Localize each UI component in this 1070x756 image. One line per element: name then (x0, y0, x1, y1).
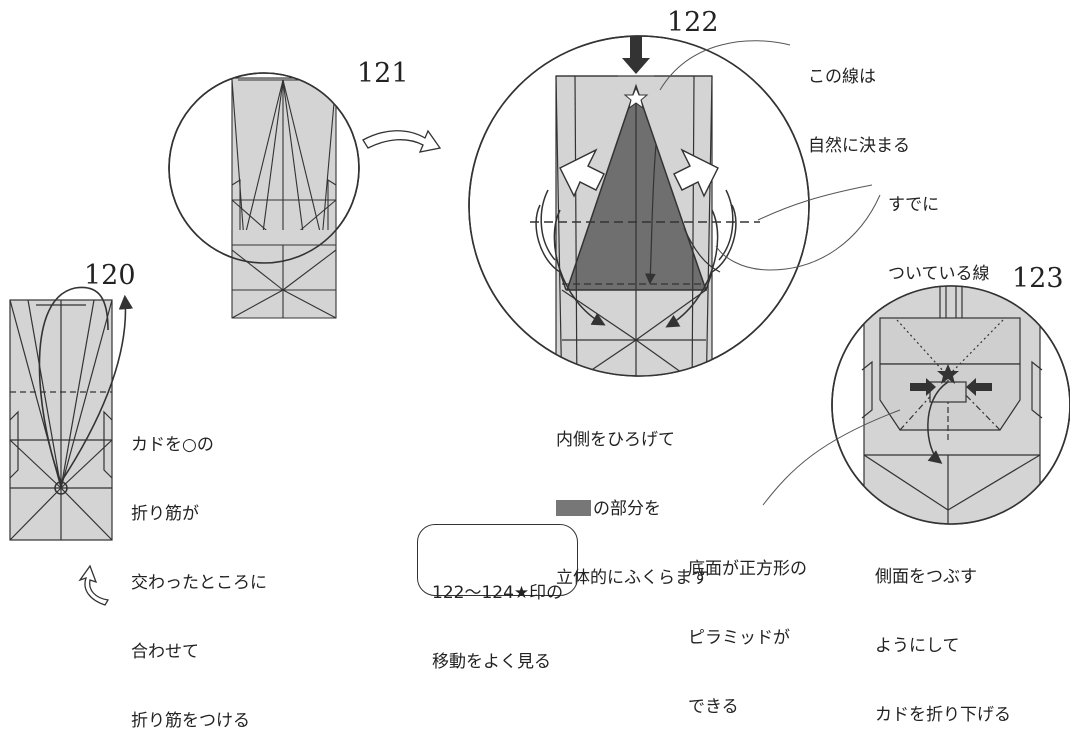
step-122-bottom-note: 内側をひろげて の部分を 立体的にふくらます (556, 383, 709, 613)
leader-line (757, 184, 873, 221)
step-123-note: 側面をつぶす ようにして カドを折り下げる (875, 520, 1011, 750)
step-120-figure (9, 286, 134, 541)
step-number-123: 123 (1012, 263, 1064, 294)
step-121-lower (231, 230, 337, 319)
pyramid-note: 底面が正方形の ピラミッドが できる (688, 512, 807, 742)
note-line: この線は (808, 67, 876, 87)
note-line: 折り筋をつける (131, 711, 250, 731)
hollow-push-arrow-icon (559, 148, 605, 198)
step-122-right-note: すでに ついている線 (888, 148, 990, 309)
star-icon (937, 364, 959, 384)
step-122-figure (468, 35, 881, 377)
note-line: カドを○の (131, 435, 214, 455)
tip-box-text: 122～124★印の 移動をよく見る (432, 536, 563, 720)
note-line: できる (688, 697, 739, 717)
note-line: 122～124★印の (432, 583, 564, 603)
note-line: 内側をひろげて (556, 430, 675, 450)
hollow-arrow-icon (78, 564, 110, 606)
note-line: ピラミッドが (688, 628, 790, 648)
note-line: 交わったところに (131, 573, 267, 593)
tip-box: 122～124★印の 移動をよく見る (417, 524, 578, 672)
hollow-arrow-icon (362, 129, 442, 153)
push-right-arrow-icon (910, 378, 936, 396)
note-line: 折り筋が (131, 504, 199, 524)
leader-line (762, 409, 901, 506)
note-line: 移動をよく見る (432, 652, 551, 672)
step-122-top-note: この線は 自然に決まる (808, 20, 910, 181)
leader-line (715, 194, 881, 271)
hollow-push-arrow-icon (673, 148, 719, 198)
note-line: すでに (888, 195, 940, 215)
star-icon (623, 86, 649, 110)
step-123-figure (762, 285, 1070, 525)
note-line: カドを折り下げる (875, 705, 1011, 725)
step-number-122: 122 (667, 7, 719, 38)
step-number-121: 121 (357, 58, 409, 89)
note-line: ようにして (875, 636, 960, 656)
step-number-120: 120 (84, 260, 136, 291)
note-line: 立体的にふくらます (556, 568, 709, 588)
push-down-arrow-icon (622, 36, 650, 74)
note-line: 底面が正方形の (688, 559, 807, 579)
note-line: 自然に決まる (808, 136, 910, 156)
leader-line (659, 40, 791, 91)
note-line: ついている線 (888, 264, 990, 284)
origami-diagram: 120 121 (9, 7, 1070, 606)
step-120-note: カドを○の 折り筋が 交わったところに 合わせて 折り筋をつける (131, 388, 267, 756)
note-line: 合わせて (131, 642, 199, 662)
note-line: の部分を (556, 498, 709, 521)
note-text: の部分を (593, 499, 661, 519)
highlight-swatch (556, 500, 591, 516)
push-left-arrow-icon (966, 378, 992, 396)
note-line: 側面をつぶす (875, 567, 977, 587)
